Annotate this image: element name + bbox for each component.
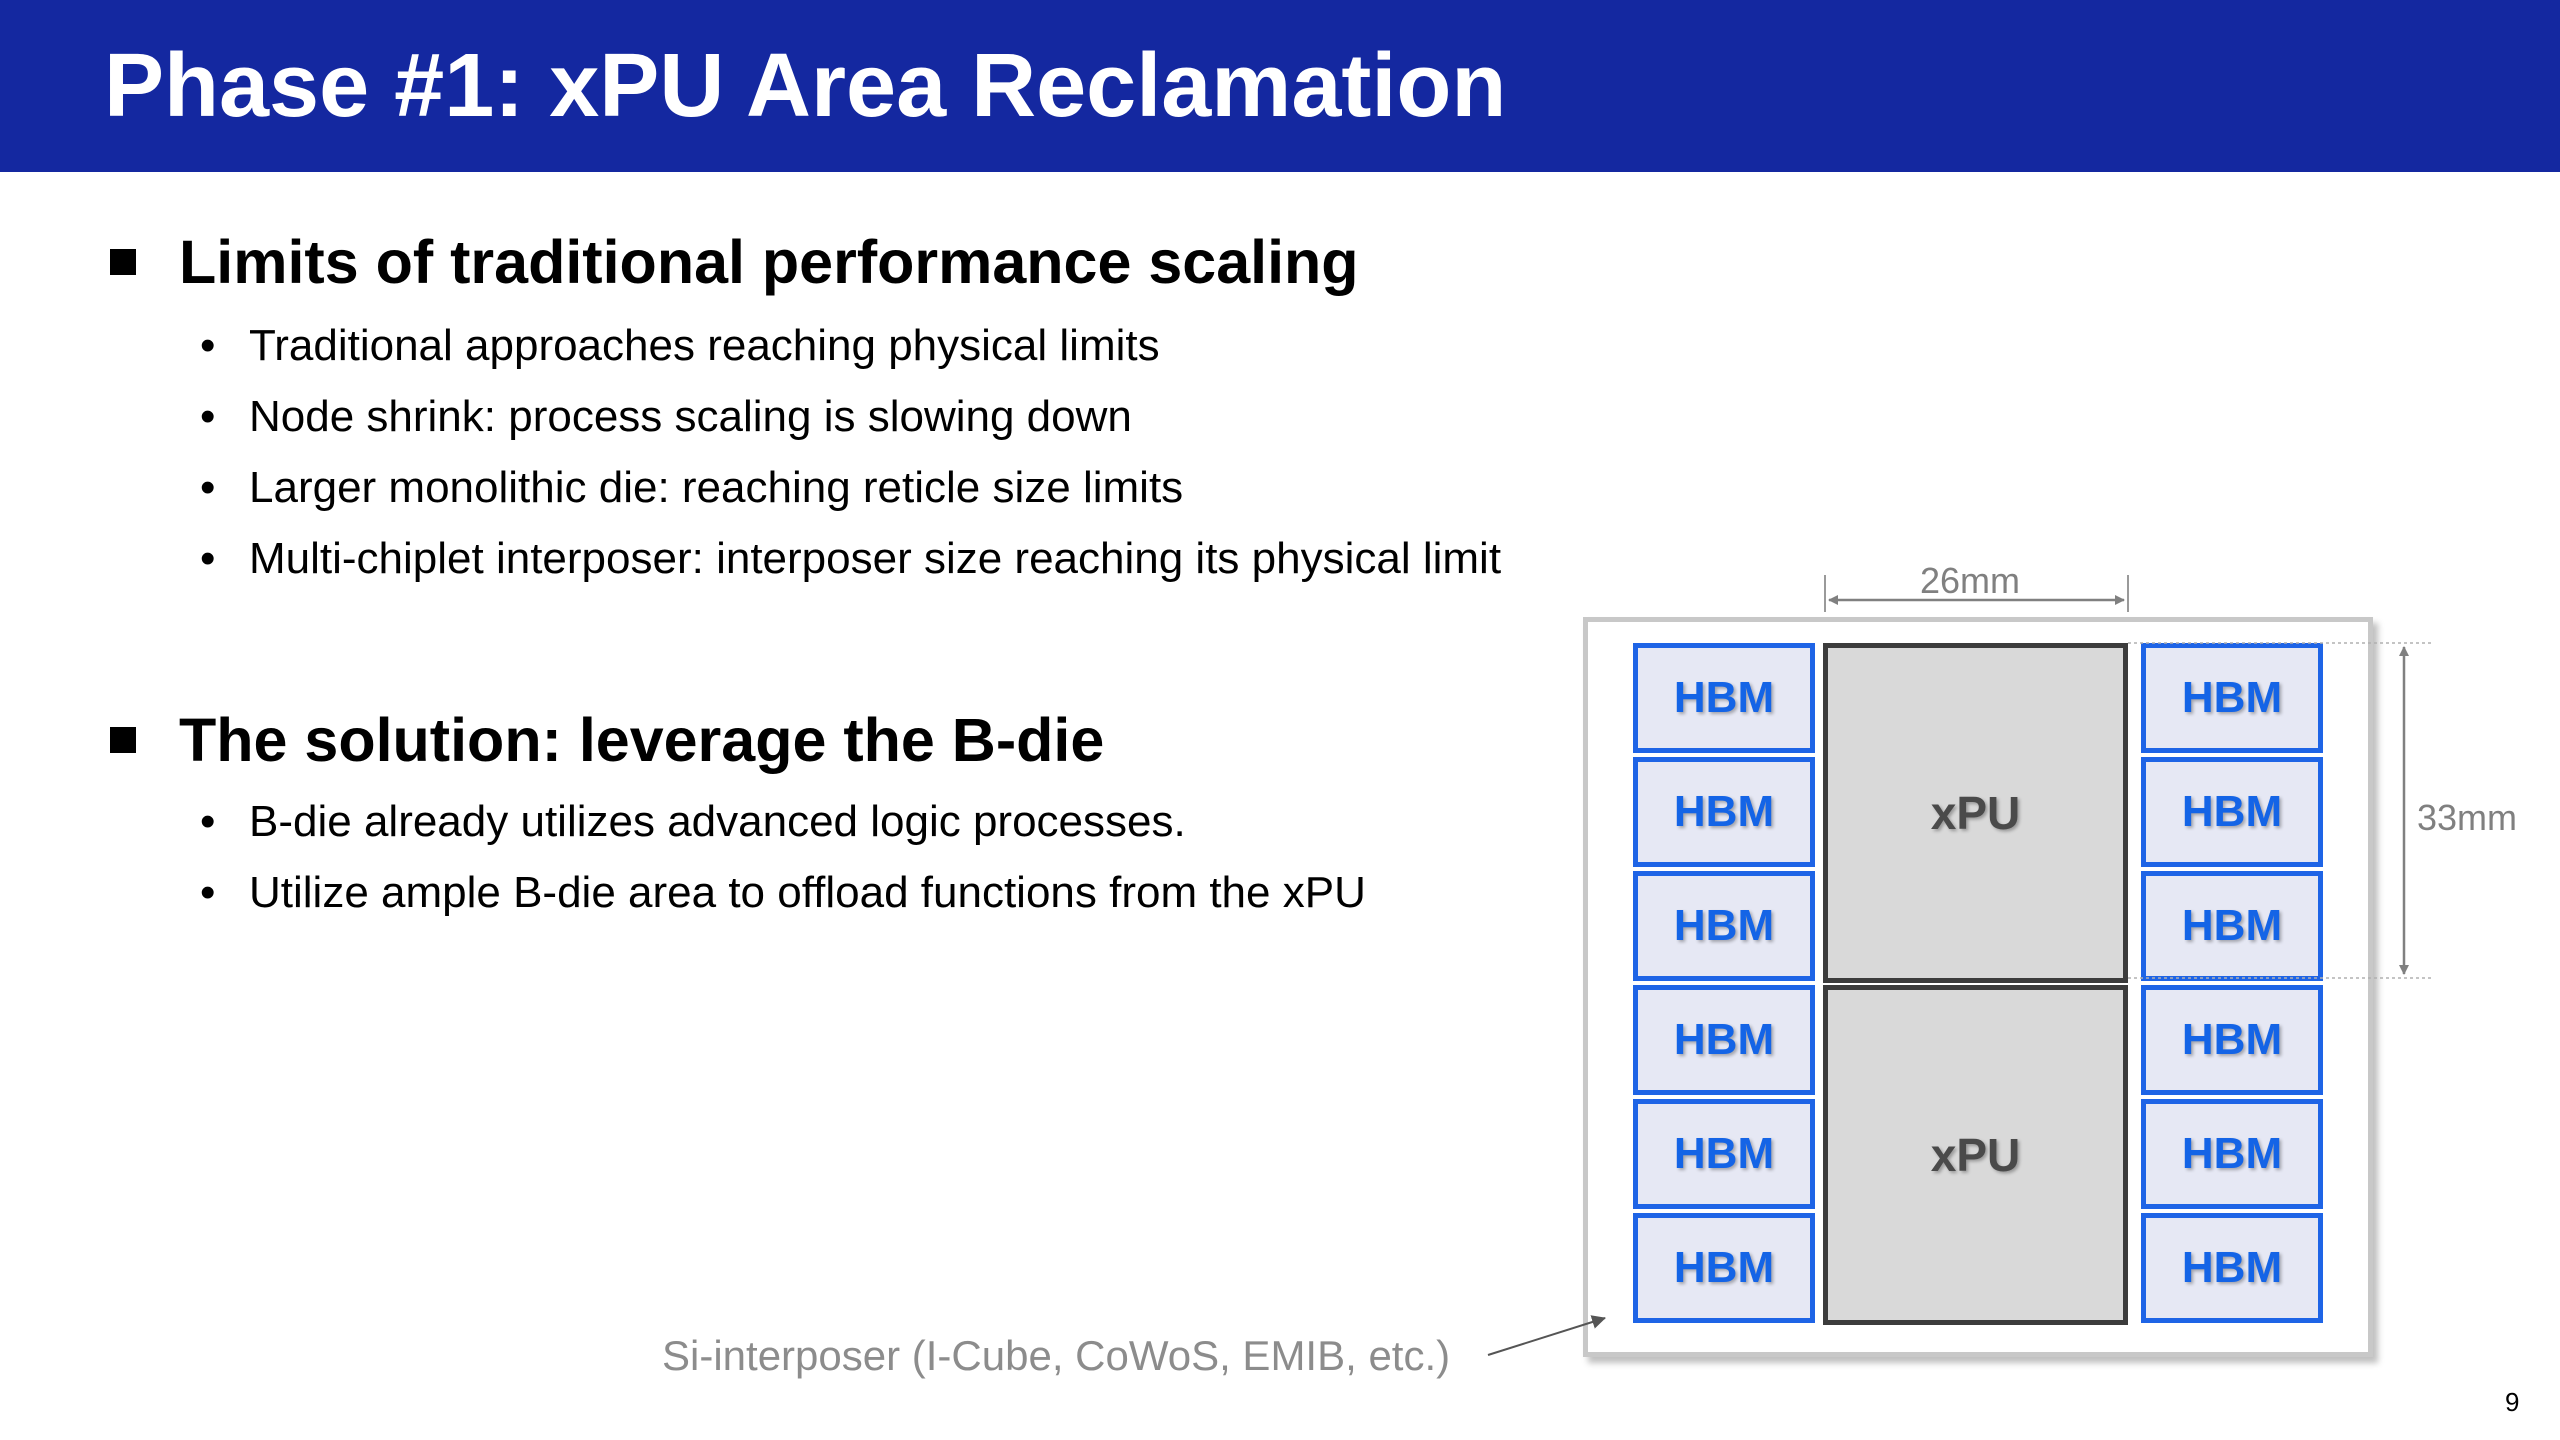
hbm-label: HBM [1673,673,1775,722]
square-bullet-icon [110,727,136,753]
bullet-item: • Multi-chiplet interposer: interposer si… [104,523,1664,594]
title-bar: Phase #1: xPU Area Reclamation [0,0,2560,172]
bullet-dot-icon: • [200,321,216,370]
hbm-stack: HBM [2141,643,2323,753]
bullet-list: • Traditional approaches reaching physica… [104,310,1664,594]
xpu-label: xPU [1930,787,2021,839]
bullet-item: • Utilize ample B-die area to offload fun… [104,857,1664,928]
height-dimension-label: 33mm [2417,797,2518,838]
hbm-stack: HBM [1633,985,1815,1095]
bullet-item: • Traditional approaches reaching physica… [104,310,1664,381]
width-dimension-label: 26mm [1920,560,2021,601]
bullet-dot-icon: • [200,797,216,846]
section-heading: The solution: leverage the B-die [179,706,1105,774]
hbm-label: HBM [2181,1129,2283,1178]
xpu-die: xPU [1823,643,2128,983]
hbm-label: HBM [1673,787,1775,836]
hbm-stack: HBM [1633,643,1815,753]
hbm-label: HBM [2181,1243,2283,1292]
bullet-text: B-die already utilizes advanced logic pr… [249,797,1186,846]
section-limits: Limits of traditional performance scalin… [104,222,1664,594]
hbm-stack: HBM [2141,1099,2323,1209]
section-heading: Limits of traditional performance scalin… [179,228,1359,296]
hbm-label: HBM [2181,787,2283,836]
section-heading-row: The solution: leverage the B-die [104,700,1664,780]
hbm-label: HBM [1673,1015,1775,1064]
interposer-label: Si-interposer (I-Cube, CoWoS, EMIB, etc.… [662,1332,1451,1379]
hbm-label: HBM [2181,673,2283,722]
hbm-stack: HBM [2141,871,2323,981]
bullet-item: • B-die already utilizes advanced logic p… [104,786,1664,857]
bullet-text: Multi-chiplet interposer: interposer siz… [249,534,1502,583]
hbm-stack: HBM [2141,985,2323,1095]
hbm-label: HBM [1673,1243,1775,1292]
hbm-stack: HBM [2141,1213,2323,1323]
xpu-label: xPU [1930,1129,2021,1181]
xpu-die: xPU [1823,985,2128,1325]
slide-title: Phase #1: xPU Area Reclamation [104,36,1507,136]
bullet-text: Traditional approaches reaching physical… [249,321,1160,370]
page-number: 9 [2505,1387,2520,1417]
section-heading-row: Limits of traditional performance scalin… [104,222,1664,302]
hbm-stack: HBM [1633,871,1815,981]
bullet-dot-icon: • [200,392,216,441]
bullet-dot-icon: • [200,463,216,512]
hbm-label: HBM [1673,901,1775,950]
hbm-label: HBM [1673,1129,1775,1178]
hbm-stack: HBM [2141,757,2323,867]
bullet-dot-icon: • [200,534,216,583]
hbm-label: HBM [2181,1015,2283,1064]
bullet-text: Node shrink: process scaling is slowing … [249,392,1132,441]
hbm-stack: HBM [1633,757,1815,867]
hbm-stack: HBM [1633,1099,1815,1209]
section-solution: The solution: leverage the B-die • B-die … [104,700,1664,928]
hbm-label: HBM [2181,901,2283,950]
bullet-list: • B-die already utilizes advanced logic p… [104,786,1664,928]
square-bullet-icon [110,249,136,275]
interposer-pointer-arrow [1487,1315,1606,1356]
hbm-stack: HBM [1633,1213,1815,1323]
bullet-dot-icon: • [200,868,216,917]
bullet-text: Utilize ample B-die area to offload func… [249,868,1366,917]
bullet-item: • Larger monolithic die: reaching reticle… [104,452,1664,523]
bullet-text: Larger monolithic die: reaching reticle … [249,463,1184,512]
bullet-item: • Node shrink: process scaling is slowing… [104,381,1664,452]
